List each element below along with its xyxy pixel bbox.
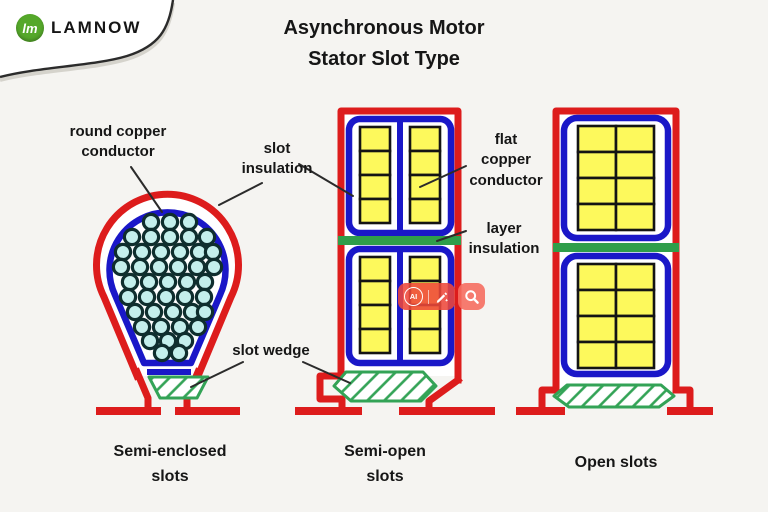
leader-round-copper: [130, 166, 163, 213]
round-conductor: [194, 287, 214, 307]
round-conductor: [170, 242, 190, 262]
round-conductor: [137, 287, 157, 307]
flat-conductors-lower: [576, 262, 656, 370]
brand-monogram-icon: lm: [16, 14, 44, 42]
leader-flat-copper: [419, 165, 467, 188]
slot-insulation-liner: [106, 209, 229, 367]
logo-panel-curve: [0, 0, 175, 79]
logo-panel-shadow: [0, 2, 175, 82]
round-conductor: [122, 227, 142, 247]
round-conductor: [111, 257, 131, 277]
flat-conductors-upper: [358, 125, 442, 225]
semi-enclosed-diagram: [93, 190, 242, 415]
logo-panel-bg: [0, 0, 173, 77]
round-conductor: [163, 302, 183, 322]
round-conductor: [113, 242, 133, 262]
leader-layer-insulation: [436, 230, 467, 242]
round-conductor: [120, 272, 140, 292]
label-layer-insulation: layer insulation: [468, 220, 540, 258]
round-conductor: [195, 302, 215, 322]
edit-pencil-icon[interactable]: [434, 289, 449, 304]
round-conductor: [130, 257, 150, 277]
round-conductor: [160, 227, 180, 247]
round-conductor: [177, 272, 197, 292]
label-round-copper-conductor: round copper conductor: [69, 123, 167, 161]
search-group: [458, 283, 485, 310]
round-conductor: [152, 343, 172, 363]
leader-slot-insulation-right: [298, 163, 354, 197]
round-conductor: [156, 287, 176, 307]
brand-name: LAMNOW: [51, 18, 142, 37]
slot-step-right: [672, 386, 694, 415]
brand-logo: lm LAMNOW: [16, 14, 141, 42]
layer-insulation-bar: [338, 236, 461, 245]
round-conductor: [197, 227, 217, 247]
ai-edit-group: AI: [398, 283, 455, 310]
label-flat-copper-conductor: flat copper conductor: [469, 131, 543, 189]
round-conductor: [125, 302, 145, 322]
slot-step-left: [316, 372, 346, 415]
round-conductor: [168, 257, 188, 277]
round-conductor: [118, 287, 138, 307]
slot-wall-outline: [93, 190, 242, 381]
slot-wedge-shape: [147, 375, 210, 400]
round-conductor: [179, 227, 199, 247]
round-conductor: [144, 302, 164, 322]
round-conductor: [141, 212, 161, 232]
round-conductor: [188, 317, 208, 337]
title-line2: Stator Slot Type: [308, 48, 460, 70]
toolbar-divider: [428, 289, 429, 304]
round-conductor: [149, 257, 169, 277]
round-conductor: [169, 343, 189, 363]
round-conductor: [151, 317, 171, 337]
slot-wedge-shape: [332, 370, 438, 403]
leader-slot-wedge-right: [302, 361, 351, 384]
label-slot-insulation: slot insulation: [241, 140, 313, 178]
caption-semi-enclosed-slots: Semi-enclosed slots: [113, 443, 227, 485]
round-conductor: [203, 242, 223, 262]
leader-slot-wedge-left: [190, 361, 244, 388]
round-conductor: [187, 257, 207, 277]
round-conductor: [179, 212, 199, 232]
slot-wedge-shape: [552, 383, 676, 409]
round-conductor: [141, 227, 161, 247]
logo-panel: [0, 0, 175, 82]
round-conductor: [132, 242, 152, 262]
caption-open-slots: Open slots: [574, 454, 658, 471]
flat-conductors-upper: [576, 124, 656, 232]
slot-step-left: [538, 386, 560, 415]
round-conductor: [195, 272, 215, 292]
round-conductor: [151, 242, 171, 262]
slot-neck-left: [132, 367, 152, 415]
ai-button[interactable]: AI: [404, 287, 423, 306]
round-conductor: [132, 317, 152, 337]
layer-insulation-bar: [553, 243, 679, 252]
leader-slot-insulation-left: [218, 182, 263, 206]
open-diagram: [516, 107, 713, 415]
round-conductor: [175, 287, 195, 307]
search-icon[interactable]: [464, 289, 480, 305]
page-title: Asynchronous Motor Stator Slot Type: [0, 13, 768, 75]
round-conductor: [139, 272, 159, 292]
leader-lines: [130, 163, 467, 388]
round-conductor: [158, 272, 178, 292]
conductors: [111, 212, 224, 363]
round-conductor: [204, 257, 224, 277]
image-tools-toolbar: AI: [398, 283, 485, 310]
caption-semi-open-slots: Semi-open slots: [344, 443, 426, 485]
label-slot-wedge: slot wedge: [232, 342, 310, 359]
round-conductor: [140, 331, 160, 351]
round-conductor: [160, 212, 180, 232]
title-line1: Asynchronous Motor: [283, 17, 485, 39]
